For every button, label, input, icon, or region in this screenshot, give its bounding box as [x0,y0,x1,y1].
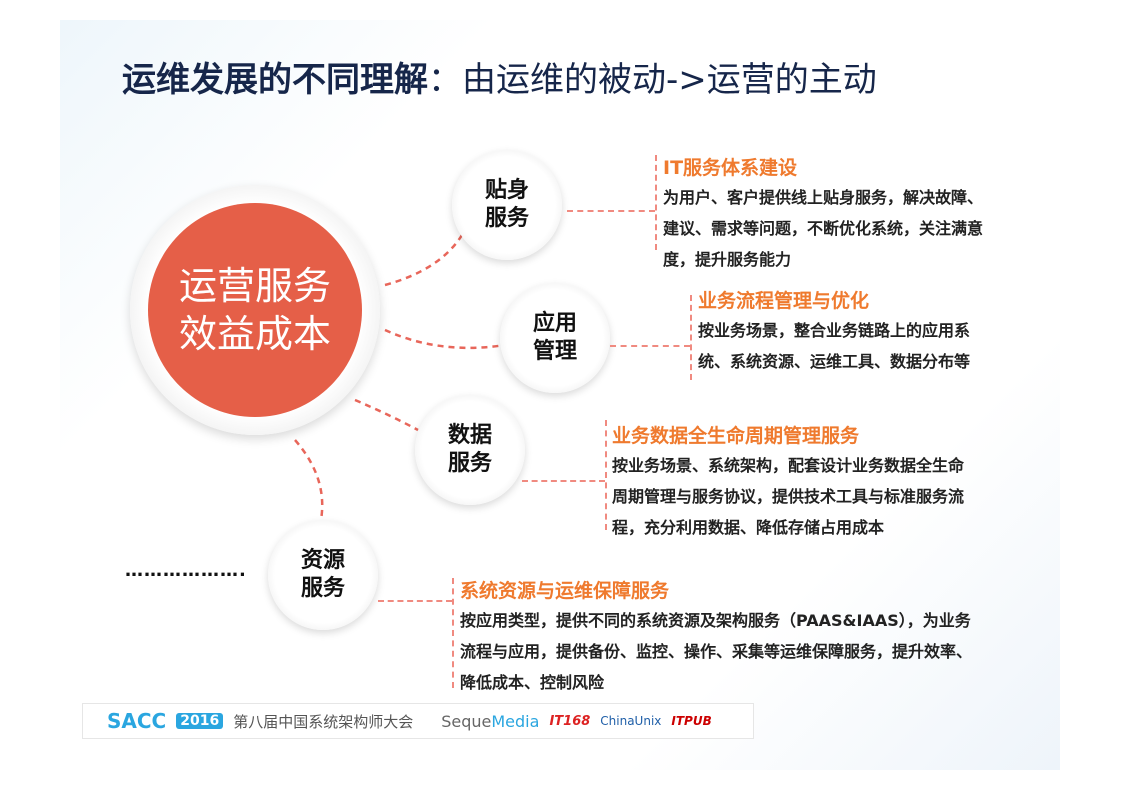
node-personal-service: 贴身服务 [452,150,562,260]
sacc-logo: SACC [107,709,167,733]
connector-3 [354,398,419,432]
connector-4 [294,439,324,526]
page-title: 运维发展的不同理解：由运维的被动->运营的主动 [122,52,877,101]
chinaunix-logo: ChinaUnix [600,714,662,728]
title-bold: 运维发展的不同理解 [122,60,428,100]
connector-2 [384,328,506,350]
footer-banner: SACC 2016 第八届中国系统架构师大会 SequeMedia IT168 … [82,703,754,739]
node-resource-service: 资源服务 [268,520,378,630]
connector-1 [384,234,464,287]
it168-logo: IT168 [549,713,591,729]
text-block-3: 业务数据全生命周期管理服务按业务场景、系统架构，配套设计业务数据全生命周期管理与… [612,425,965,537]
seque-media-logo: SequeMedia [441,711,540,731]
ellipsis: ………………. [125,560,247,581]
itpub-logo: ITPUB [671,714,712,728]
text-block-2: 业务流程管理与优化按业务场景，整合业务链路上的应用系统、系统资源、运维工具、数据… [698,290,971,371]
node-app-management: 应用管理 [500,283,610,393]
year-badge: 2016 [176,713,224,729]
title-rest: ：由运维的被动->运营的主动 [428,60,877,100]
node-data-service: 数据服务 [415,395,525,505]
center-circle: 运营服务效益成本 [148,203,362,417]
text-block-4: 系统资源与运维保障服务按应用类型，提供不同的系统资源及架构服务（PAAS&IAA… [460,580,973,692]
conference-name: 第八届中国系统架构师大会 [233,712,414,731]
text-block-1: IT服务体系建设为用户、客户提供线上贴身服务，解决故障、建议、需求等问题，不断优… [663,157,984,269]
